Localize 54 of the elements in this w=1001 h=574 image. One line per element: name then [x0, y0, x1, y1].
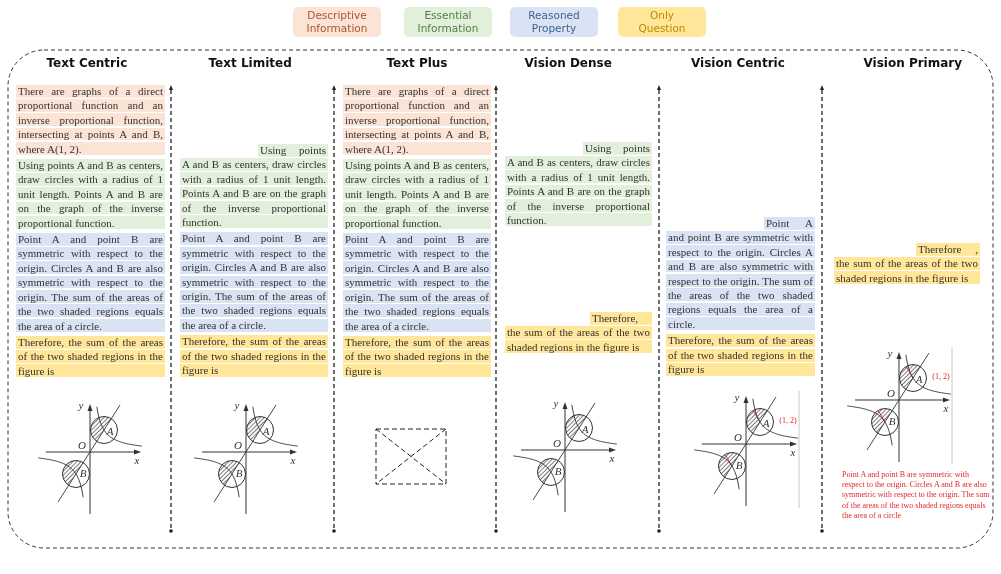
axis-label: y	[734, 391, 740, 403]
highlighted-text: Therefore, the sum of the areas of the two shaded regions in the figure is	[180, 334, 328, 378]
highlighted-text: Using points A and B as centers, draw circles with a radius of 1 unit length. Points A and B are on the graph of the inverse proportional function.	[505, 141, 652, 228]
axis-label: x	[290, 454, 296, 466]
annotation-note: Point A and point B are symmetric with respect to the origin. Circles A and B are also symmetric with respect to the origin. The sum of the areas of the two shaded regions equals the area of a circle	[842, 470, 991, 521]
origin-label: O	[887, 387, 895, 399]
origin-label: O	[78, 439, 86, 451]
point-label: B	[735, 459, 743, 471]
highlighted-text: Point A and point B are symmetric with respect to the origin. Circles A and B are also symmetric with respect to the origin. The sum of the areas of the two shaded regions equals the area of a circle.	[343, 232, 491, 333]
point-label: B	[554, 465, 562, 477]
highlighted-text: Using points A and B as centers, draw circles with a radius of 1 unit length. Points A and B are on the graph of the inverse proportional function.	[180, 143, 328, 230]
axis-label: y	[553, 397, 559, 409]
axis-label: x	[943, 402, 949, 414]
point-label: A	[762, 417, 770, 429]
highlighted-text: Point A and point B are symmetric with respect to the origin. Circles A and B are also symmetric with respect to the origin. The sum of the areas of the two shaded regions equals the area of a circle.	[16, 232, 165, 333]
point-label: B	[888, 415, 896, 427]
legend-tag: Essential Information	[404, 7, 492, 37]
highlighted-text: Therefore, the sum of the areas of the two shaded regions in the figure is	[505, 311, 652, 355]
highlighted-text: Using points A and B as centers, draw circles with a radius of 1 unit length. Points A and B are on the graph of the inverse proportional function.	[343, 158, 491, 231]
point-label: B	[235, 467, 243, 479]
highlighted-text: Point A and point B are symmetric with respect to the origin. Circles A and B are also symmetric with respect to the origin. The sum of the areas of the two shaded regions equals the area of a circle.	[666, 216, 815, 332]
point-label: A	[581, 423, 589, 435]
coordinate-label: (1, 2)	[779, 415, 797, 425]
highlighted-text: Using points A and B as centers, draw circles with a radius of 1 unit length. Points A and B are on the graph of the inverse proportional function.	[16, 158, 165, 231]
axis-label: y	[234, 399, 240, 411]
column-heading: Text Centric	[46, 56, 128, 71]
highlighted-text: There are graphs of a direct proportional function and an inverse proportional function, intersecting at points A and B, where A(1, 2).	[343, 84, 491, 157]
axis-label: x	[134, 454, 140, 466]
highlighted-text: Point A and point B are symmetric with respect to the origin. Circles A and B are also symmetric with respect to the origin. The sum of the areas of the two shaded regions equals the area of a circle.	[180, 231, 328, 333]
highlighted-text: Therefore, the sum of the areas of the two shaded regions in the figure is	[666, 333, 815, 377]
origin-label: O	[734, 431, 742, 443]
highlighted-text: Therefore , the sum of the areas of the two shaded regions in the figure is	[834, 242, 980, 286]
column-heading: Vision Primary	[863, 56, 963, 71]
legend-tag: Reasoned Property	[510, 7, 598, 37]
point-label: A	[262, 425, 270, 437]
origin-label: O	[553, 437, 561, 449]
axis-label: y	[887, 347, 893, 359]
highlighted-text: Therefore, the sum of the areas of the two shaded regions in the figure is	[16, 334, 165, 379]
coordinate-label: (1, 2)	[932, 371, 950, 381]
origin-label: O	[234, 439, 242, 451]
column-heading: Text Limited	[208, 56, 292, 71]
highlighted-text: There are graphs of a direct proportional function and an inverse proportional function, intersecting at points A and B, where A(1, 2).	[16, 84, 165, 157]
legend-tag: Descriptive Information	[293, 7, 381, 37]
column-heading: Vision Dense	[524, 56, 612, 71]
axis-label: y	[78, 399, 84, 411]
axis-label: x	[609, 452, 615, 464]
column-heading: Text Plus	[386, 56, 448, 71]
point-label: B	[79, 467, 87, 479]
column-heading: Vision Centric	[691, 56, 785, 71]
axis-label: x	[790, 446, 796, 458]
point-label: A	[915, 373, 923, 385]
point-label: A	[106, 425, 114, 437]
highlighted-text: Therefore, the sum of the areas of the two shaded regions in the figure is	[343, 334, 491, 379]
legend-tag: Only Question	[618, 7, 706, 37]
